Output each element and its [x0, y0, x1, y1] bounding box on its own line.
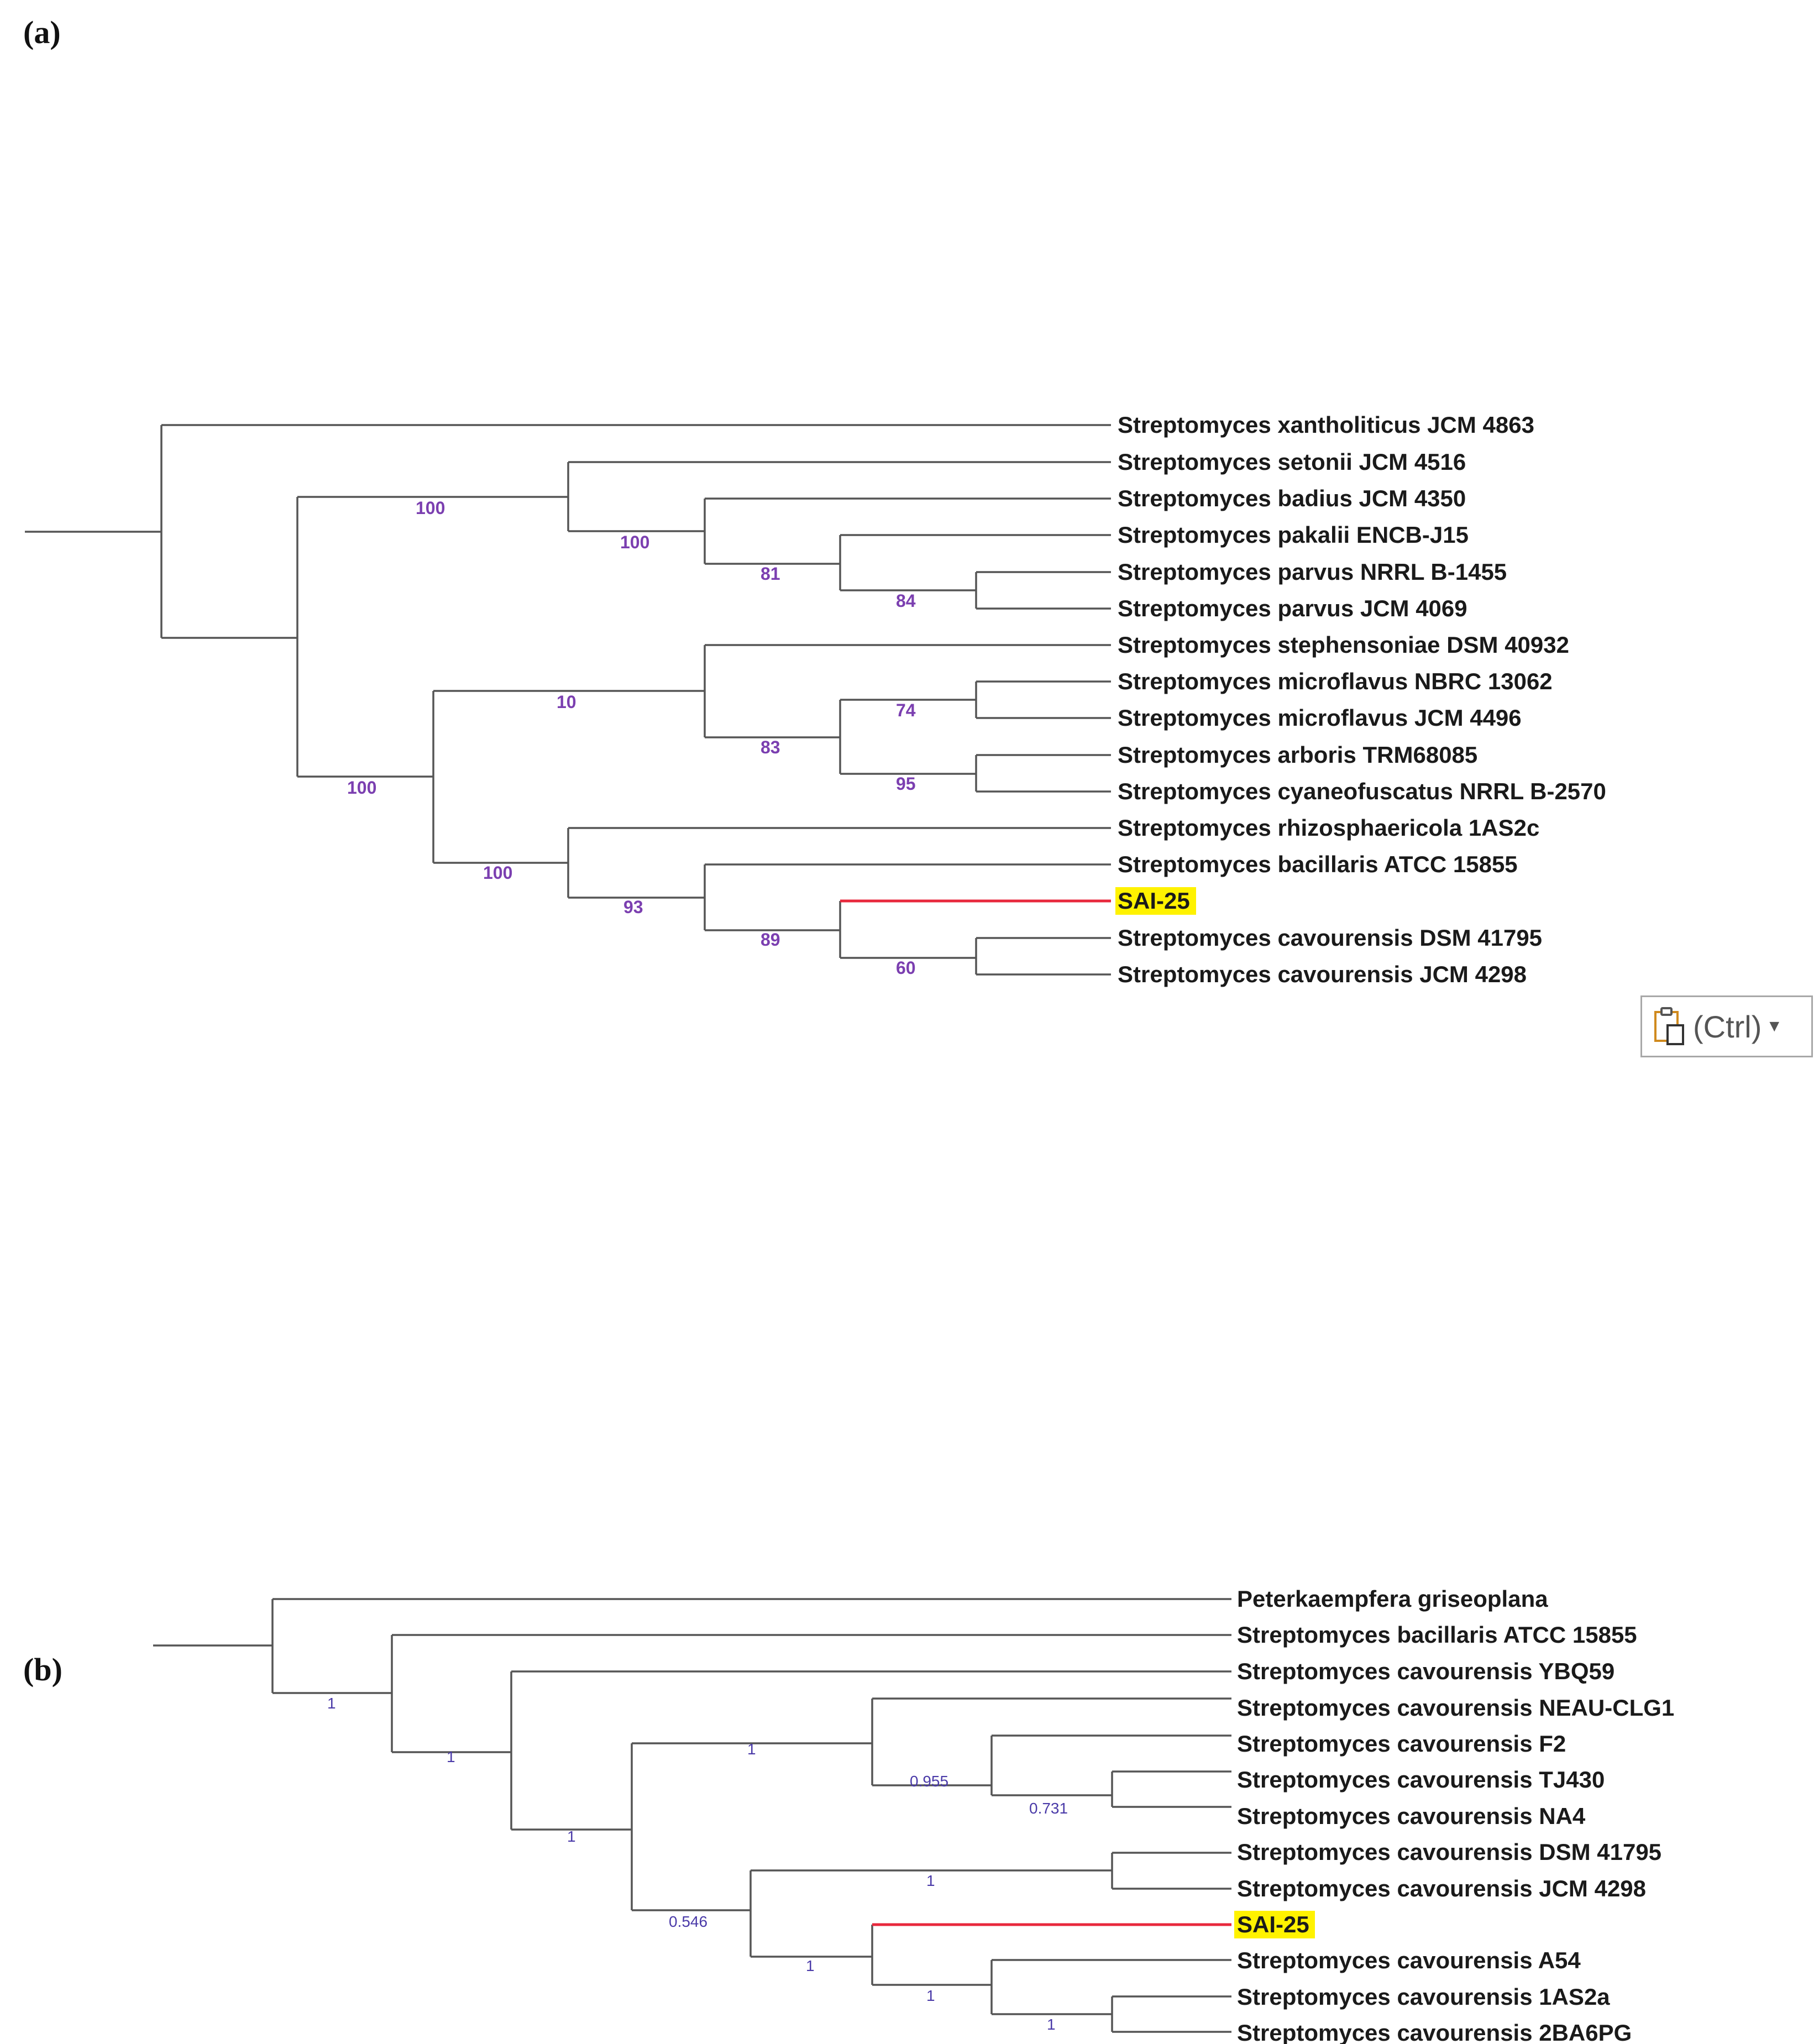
tree-a-support-value: 100	[483, 863, 512, 883]
tree-b-support-value: 1	[926, 1872, 935, 1889]
tree-a-support-value: 100	[347, 778, 376, 798]
tree-b-support-value: 1	[806, 1957, 815, 1974]
tree-a-leaf-label: Streptomyces bacillaris ATCC 15855	[1118, 851, 1518, 877]
tree-a-support-value: 89	[761, 930, 780, 950]
tree-a-leaf-label: Streptomyces setonii JCM 4516	[1118, 449, 1466, 475]
tree-b-support-value: 1	[926, 1987, 935, 2004]
tree-a-support-value: 100	[416, 498, 445, 518]
tree-b-leaf-label: Streptomyces cavourensis 1AS2a	[1237, 1984, 1610, 2010]
tree-a-leaf-label: Streptomyces pakalii ENCB-J15	[1118, 522, 1469, 548]
panel-b-label: (b)	[23, 1652, 62, 1687]
panel-a-label: (a)	[23, 14, 61, 50]
tree-b-leaf-label: Streptomyces cavourensis A54	[1237, 1947, 1581, 1973]
tree-a-leaf-label: Streptomyces cyaneofuscatus NRRL B-2570	[1118, 778, 1606, 804]
tree-a-leaf-label: Streptomyces microflavus NBRC 13062	[1118, 668, 1553, 694]
tree-a-support-value: 84	[896, 591, 916, 611]
tree-a: Streptomyces xantholiticus JCM 4863 Stre…	[25, 412, 1606, 987]
tree-b-support-value: 1	[447, 1748, 455, 1765]
tree-a-leaf-label: Streptomyces parvus JCM 4069	[1118, 595, 1467, 621]
tree-b-leaf-label-highlighted: SAI-25	[1237, 1911, 1309, 1937]
tree-a-support-value: 93	[623, 897, 643, 917]
tree-a-support-value: 74	[896, 700, 916, 720]
tree-a-support-value: 95	[896, 774, 916, 794]
tree-a-support-value: 60	[896, 958, 916, 978]
tree-b-support-value: 1	[327, 1695, 336, 1712]
tree-b-leaf-label: Peterkaempfera griseoplana	[1237, 1586, 1548, 1612]
tree-a-leaf-label-highlighted: SAI-25	[1118, 888, 1190, 914]
tree-a-support-value: 10	[557, 692, 576, 712]
tree-a-leaf-label: Streptomyces cavourensis DSM 41795	[1118, 925, 1542, 951]
tree-b-leaf-label: Streptomyces bacillaris ATCC 15855	[1237, 1622, 1637, 1648]
tree-b-support-value: 1	[1047, 2016, 1056, 2033]
tree-b: Peterkaempfera griseoplana Streptomyces …	[153, 1586, 1674, 2044]
tree-b-leaf-label: Streptomyces cavourensis F2	[1237, 1731, 1566, 1757]
tree-b-support-value: 1	[747, 1741, 756, 1758]
tree-b-leaf-label: Streptomyces cavourensis NA4	[1237, 1803, 1586, 1829]
tree-a-leaf-label: Streptomyces stephensoniae DSM 40932	[1118, 632, 1569, 658]
tree-a-leaf-label: Streptomyces xantholiticus JCM 4863	[1118, 412, 1534, 438]
tree-b-leaf-label: Streptomyces cavourensis JCM 4298	[1237, 1875, 1646, 1901]
tree-b-leaf-label: Streptomyces cavourensis DSM 41795	[1237, 1839, 1661, 1865]
tree-b-support-value: 0.546	[669, 1913, 707, 1930]
tree-b-support-value: 0.731	[1029, 1800, 1068, 1817]
tree-a-leaf-label: Streptomyces microflavus JCM 4496	[1118, 705, 1522, 731]
tree-b-highlight-background	[1234, 1911, 1315, 1938]
tree-b-support-value: 1	[567, 1828, 576, 1845]
tree-a-leaf-label: Streptomyces badius JCM 4350	[1118, 485, 1466, 511]
caret-down-icon[interactable]: ▼	[1766, 1017, 1783, 1035]
tree-b-leaf-label: Streptomyces cavourensis YBQ59	[1237, 1658, 1614, 1684]
tree-a-support-value: 100	[620, 532, 649, 552]
tree-b-leaf-label: Streptomyces cavourensis NEAU-CLG1	[1237, 1695, 1674, 1721]
tree-a-leaf-label: Streptomyces cavourensis JCM 4298	[1118, 961, 1527, 987]
tree-b-support-value: 0.955	[910, 1773, 948, 1790]
paste-options-button[interactable]: (Ctrl) ▼	[1640, 995, 1813, 1057]
tree-a-highlight-background	[1115, 887, 1196, 915]
tree-b-leaf-label: Streptomyces cavourensis 2BA6PG	[1237, 2020, 1632, 2044]
tree-a-leaf-label: Streptomyces rhizosphaericola 1AS2c	[1118, 815, 1539, 841]
tree-a-leaf-label: Streptomyces parvus NRRL B-1455	[1118, 559, 1507, 585]
tree-a-support-value: 83	[761, 737, 780, 757]
tree-b-leaf-label: Streptomyces cavourensis TJ430	[1237, 1767, 1605, 1793]
clipboard-icon	[1654, 1007, 1684, 1045]
tree-a-support-value: 81	[761, 564, 780, 584]
paste-options-label: (Ctrl)	[1693, 1009, 1762, 1044]
tree-a-leaf-label: Streptomyces arboris TRM68085	[1118, 742, 1477, 768]
